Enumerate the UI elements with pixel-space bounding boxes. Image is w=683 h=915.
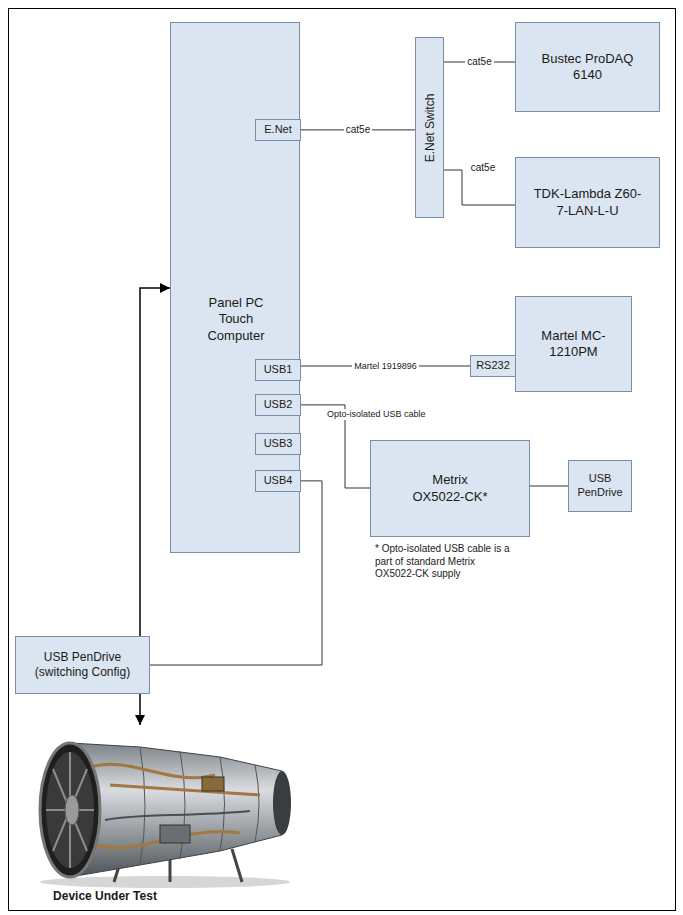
- instrument-box: Martel MC-1210PM: [515, 296, 632, 392]
- instrument-box: Bustec ProDAQ 6140: [515, 22, 660, 112]
- box-label: Metrix OX5022-CK*: [405, 472, 495, 505]
- box-label: TDK-Lambda Z60-7-LAN-L-U: [532, 186, 644, 219]
- port-box: USB1: [255, 359, 301, 381]
- storage-box: USB PenDrive: [568, 460, 632, 512]
- box-label: Panel PC Touch Computer: [198, 295, 274, 344]
- box-label: USB PenDrive (switching Config): [24, 650, 142, 680]
- cable-line: [444, 170, 515, 205]
- caption-text: Device Under Test: [30, 889, 180, 904]
- port-box: USB2: [255, 394, 301, 416]
- port-box: RS232: [470, 355, 516, 377]
- cable-label: Opto-isolated USB cable: [325, 409, 428, 420]
- box-label: USB3: [264, 437, 293, 451]
- jet-engine-illustration: [20, 725, 300, 890]
- port-box: USB3: [255, 433, 301, 455]
- cable-label: cat5e: [469, 162, 497, 174]
- box-label: E.Net Switch: [422, 37, 438, 218]
- box-label: Martel MC-1210PM: [531, 328, 616, 361]
- box-label: USB1: [264, 363, 293, 377]
- box-label: USB4: [264, 474, 293, 488]
- switch-box: E.Net Switch: [415, 37, 444, 218]
- storage-box: USB PenDrive (switching Config): [15, 636, 150, 694]
- cable-label: cat5e: [465, 56, 493, 68]
- port-box: USB4: [255, 470, 301, 492]
- device-under-test: Device Under Test: [20, 725, 300, 905]
- footnote: * Opto-isolated USB cable is a part of s…: [375, 543, 517, 581]
- box-label: USB PenDrive: [569, 472, 631, 500]
- cable-label: Martel 1919896: [352, 361, 419, 372]
- box-label: E.Net: [264, 123, 292, 137]
- instrument-box: TDK-Lambda Z60-7-LAN-L-U: [515, 157, 660, 248]
- box-label: RS232: [476, 359, 510, 373]
- port-box: E.Net: [255, 119, 301, 141]
- cable-label: cat5e: [344, 124, 372, 136]
- instrument-box: Metrix OX5022-CK*: [370, 440, 530, 537]
- box-label: USB2: [264, 398, 293, 412]
- computer-box: E.NetUSB1USB2USB3USB4 Panel PC Touch Comp…: [170, 22, 300, 553]
- box-label: Bustec ProDAQ 6140: [540, 51, 635, 84]
- cable-line: [530, 486, 568, 487]
